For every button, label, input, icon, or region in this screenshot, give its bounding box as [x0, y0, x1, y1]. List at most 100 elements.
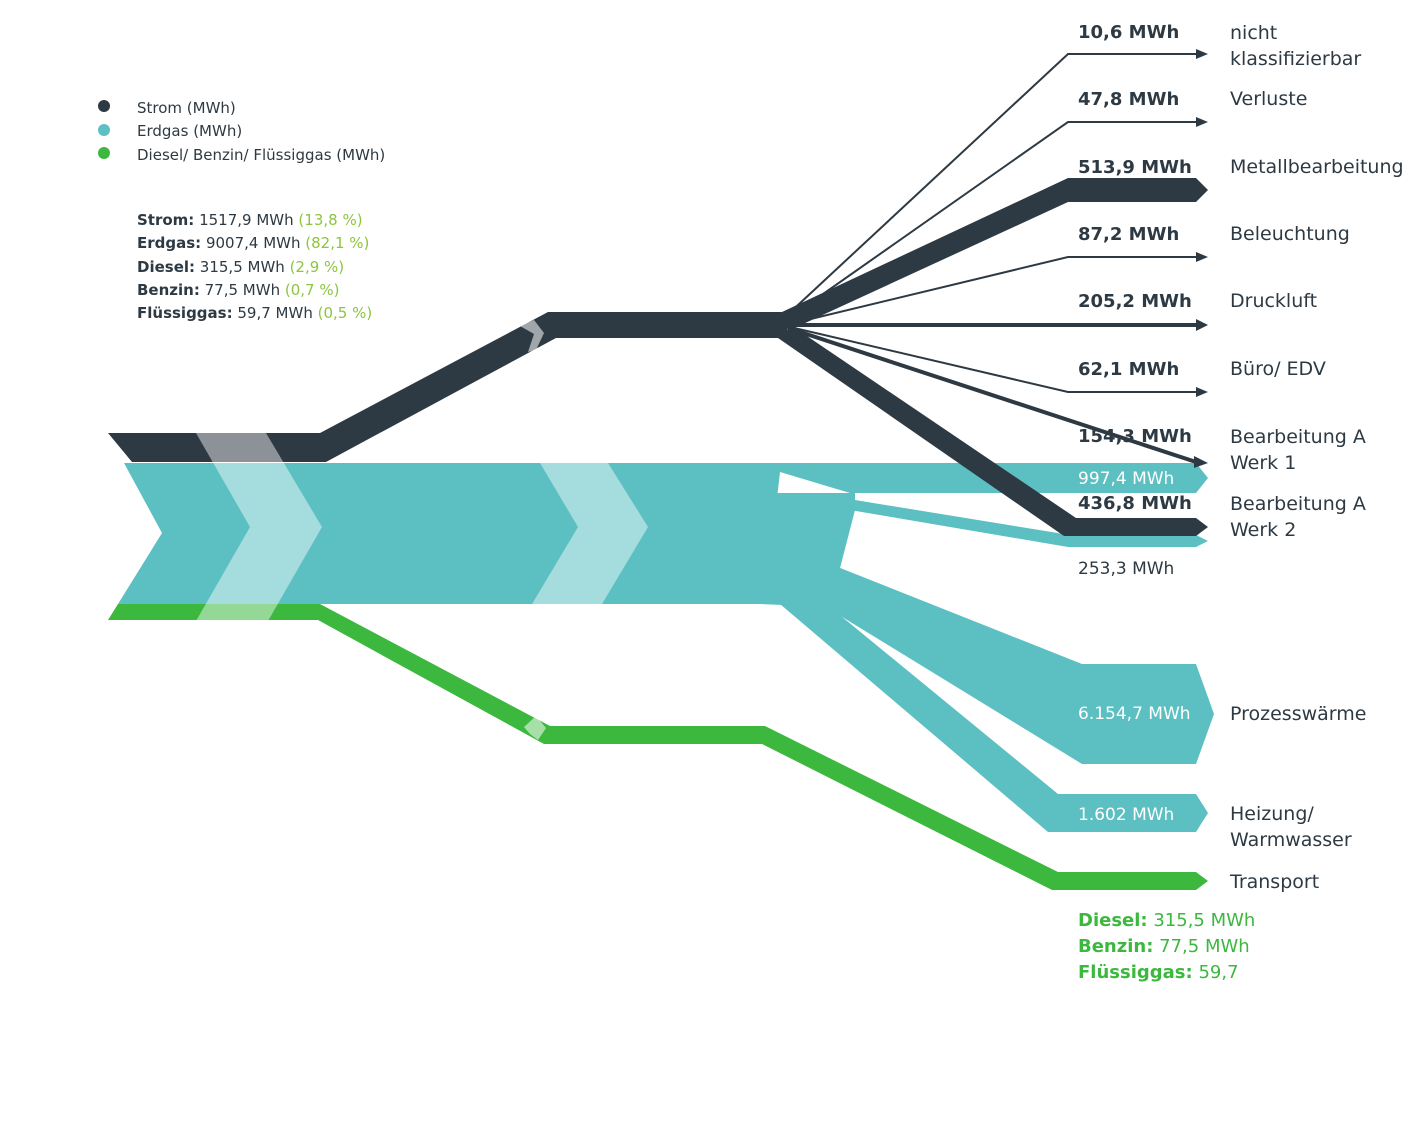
erdgas-branch-prozess: [760, 560, 1214, 764]
legend-dot-strom: [98, 100, 110, 112]
dest-verluste: Verluste: [1230, 88, 1307, 110]
strom-flow-werk2: [778, 330, 1208, 536]
value-werk1-strom: 154,3 MWh: [1078, 426, 1192, 447]
dest-beleuchtung: Beleuchtung: [1230, 223, 1350, 245]
legend-item-erdgas: Erdgas (MWh): [98, 122, 242, 140]
arrowhead-beleuchtung: [1196, 252, 1208, 262]
strom-flow-werk1: [787, 326, 1197, 464]
fuel-diesel-value: 315,5 MWh: [1153, 910, 1255, 931]
value-prozess: 6.154,7 MWh: [1078, 704, 1191, 724]
strom-flow-verluste: [785, 121, 1196, 321]
total-erdgas-pct: (82,1 %): [305, 234, 369, 252]
dest-werk1: Bearbeitung A Werk 1: [1230, 426, 1372, 474]
total-erdgas-value: 9007,4 MWh: [206, 234, 301, 252]
flow-chevrons: [196, 320, 648, 740]
strom-flow: [108, 49, 1208, 536]
total-benzin: Benzin: 77,5 MWh (0,7 %): [137, 281, 339, 299]
erdgas-branch-heizung: [770, 603, 1208, 832]
dest-werk1-line1: Bearbeitung A: [1230, 426, 1366, 448]
strom-value-labels: 10,6 MWh 47,8 MWh 513,9 MWh 87,2 MWh 205…: [1078, 22, 1192, 514]
dest-werk2-line1: Bearbeitung A: [1230, 493, 1366, 515]
total-strom-pct: (13,8 %): [298, 211, 362, 229]
arrowhead-buero: [1196, 387, 1208, 397]
total-strom: Strom: 1517,9 MWh (13,8 %): [137, 211, 363, 229]
legend-dot-erdgas: [98, 124, 110, 136]
total-fluessiggas: Flüssiggas: 59,7 MWh (0,5 %): [137, 304, 372, 322]
dest-druckluft: Druckluft: [1230, 290, 1317, 312]
chevron-strom-small: [520, 320, 544, 352]
fuel-diesel: Diesel: 315,5 MWh: [1078, 910, 1255, 931]
dest-prozess: Prozesswärme: [1230, 703, 1366, 725]
dest-metall: Metallbearbeitung: [1230, 156, 1404, 178]
dest-buero: Büro/ EDV: [1230, 358, 1326, 380]
fuel-flow: [108, 604, 1208, 890]
source-totals: Strom: 1517,9 MWh (13,8 %) Erdgas: 9007,…: [137, 211, 372, 322]
dest-heizung-line2: Warmwasser: [1230, 829, 1352, 851]
dest-heizung: Heizung/ Warmwasser: [1230, 803, 1352, 851]
fuel-diesel-name: Diesel:: [1078, 910, 1148, 931]
arrowhead-nk: [1196, 49, 1208, 59]
total-diesel: Diesel: 315,5 MWh (2,9 %): [137, 258, 344, 276]
legend-label-erdgas: Erdgas (MWh): [137, 122, 242, 140]
fuel-benzin-name: Benzin:: [1078, 936, 1153, 957]
total-fluessiggas-pct: (0,5 %): [318, 304, 373, 322]
strom-trunk: [108, 312, 790, 462]
value-beleuchtung: 87,2 MWh: [1078, 224, 1179, 245]
value-buero: 62,1 MWh: [1078, 359, 1179, 380]
total-strom-name: Strom:: [137, 211, 194, 229]
dest-nk-line2: klassifizierbar: [1230, 48, 1361, 70]
chevron-middle: [532, 463, 648, 604]
total-fluessiggas-name: Flüssiggas:: [137, 304, 233, 322]
legend-label-fuel: Diesel/ Benzin/ Flüssiggas (MWh): [137, 146, 385, 164]
value-werk2-strom: 436,8 MWh: [1078, 493, 1192, 514]
total-erdgas: Erdgas: 9007,4 MWh (82,1 %): [137, 234, 369, 252]
total-diesel-pct: (2,9 %): [290, 258, 345, 276]
fuel-benzin-value: 77,5 MWh: [1159, 936, 1250, 957]
dest-nk: nicht klassifizierbar: [1230, 22, 1361, 70]
value-werk2-erdgas: 253,3 MWh: [1078, 559, 1174, 579]
arrowhead-werk1: [1194, 456, 1208, 468]
dest-nk-line1: nicht: [1230, 22, 1277, 44]
destination-labels: nicht klassifizierbar Verluste Metallbea…: [1229, 22, 1404, 893]
value-verluste: 47,8 MWh: [1078, 89, 1179, 110]
arrowhead-druckluft: [1196, 319, 1208, 331]
strom-flow-metall: [782, 178, 1208, 330]
strom-arrowheads: [1194, 49, 1208, 468]
dest-werk2-line2: Werk 2: [1230, 519, 1296, 541]
legend-item-strom: Strom (MWh): [98, 99, 236, 117]
value-metall: 513,9 MWh: [1078, 157, 1192, 178]
total-erdgas-name: Erdgas:: [137, 234, 201, 252]
erdgas-value-labels: 997,4 MWh 253,3 MWh 6.154,7 MWh 1.602 MW…: [1078, 469, 1191, 825]
total-diesel-value: 315,5 MWh: [200, 258, 285, 276]
dest-transport: Transport: [1229, 871, 1319, 893]
strom-flow-buero: [789, 326, 1196, 393]
fuel-fluessiggas: Flüssiggas: 59,7: [1078, 962, 1239, 983]
legend: Strom (MWh) Erdgas (MWh) Diesel/ Benzin/…: [98, 99, 385, 164]
value-heizung: 1.602 MWh: [1078, 805, 1174, 825]
strom-flow-nk: [783, 53, 1196, 319]
legend-label-strom: Strom (MWh): [137, 99, 236, 117]
chevron-left: [196, 433, 322, 621]
total-benzin-name: Benzin:: [137, 281, 200, 299]
fuel-value-labels: Diesel: 315,5 MWh Benzin: 77,5 MWh Flüss…: [1078, 910, 1255, 983]
erdgas-trunk: [118, 463, 1208, 604]
erdgas-junction: [700, 493, 855, 607]
fuel-flow-band: [108, 604, 1208, 890]
value-nk: 10,6 MWh: [1078, 22, 1179, 43]
fuel-benzin: Benzin: 77,5 MWh: [1078, 936, 1250, 957]
arrowhead-verluste: [1196, 117, 1208, 127]
dest-heizung-line1: Heizung/: [1230, 803, 1314, 825]
total-fluessiggas-value: 59,7 MWh: [237, 304, 312, 322]
strom-flow-beleuchtung: [789, 256, 1196, 325]
dest-werk2: Bearbeitung A Werk 2: [1230, 493, 1372, 541]
dest-werk1-line2: Werk 1: [1230, 452, 1296, 474]
chevron-fuel-small: [524, 716, 546, 740]
total-benzin-pct: (0,7 %): [285, 281, 340, 299]
total-diesel-name: Diesel:: [137, 258, 195, 276]
value-werk1-erdgas: 997,4 MWh: [1078, 469, 1174, 489]
total-benzin-value: 77,5 MWh: [205, 281, 280, 299]
value-druckluft: 205,2 MWh: [1078, 291, 1192, 312]
legend-dot-fuel: [98, 147, 110, 159]
